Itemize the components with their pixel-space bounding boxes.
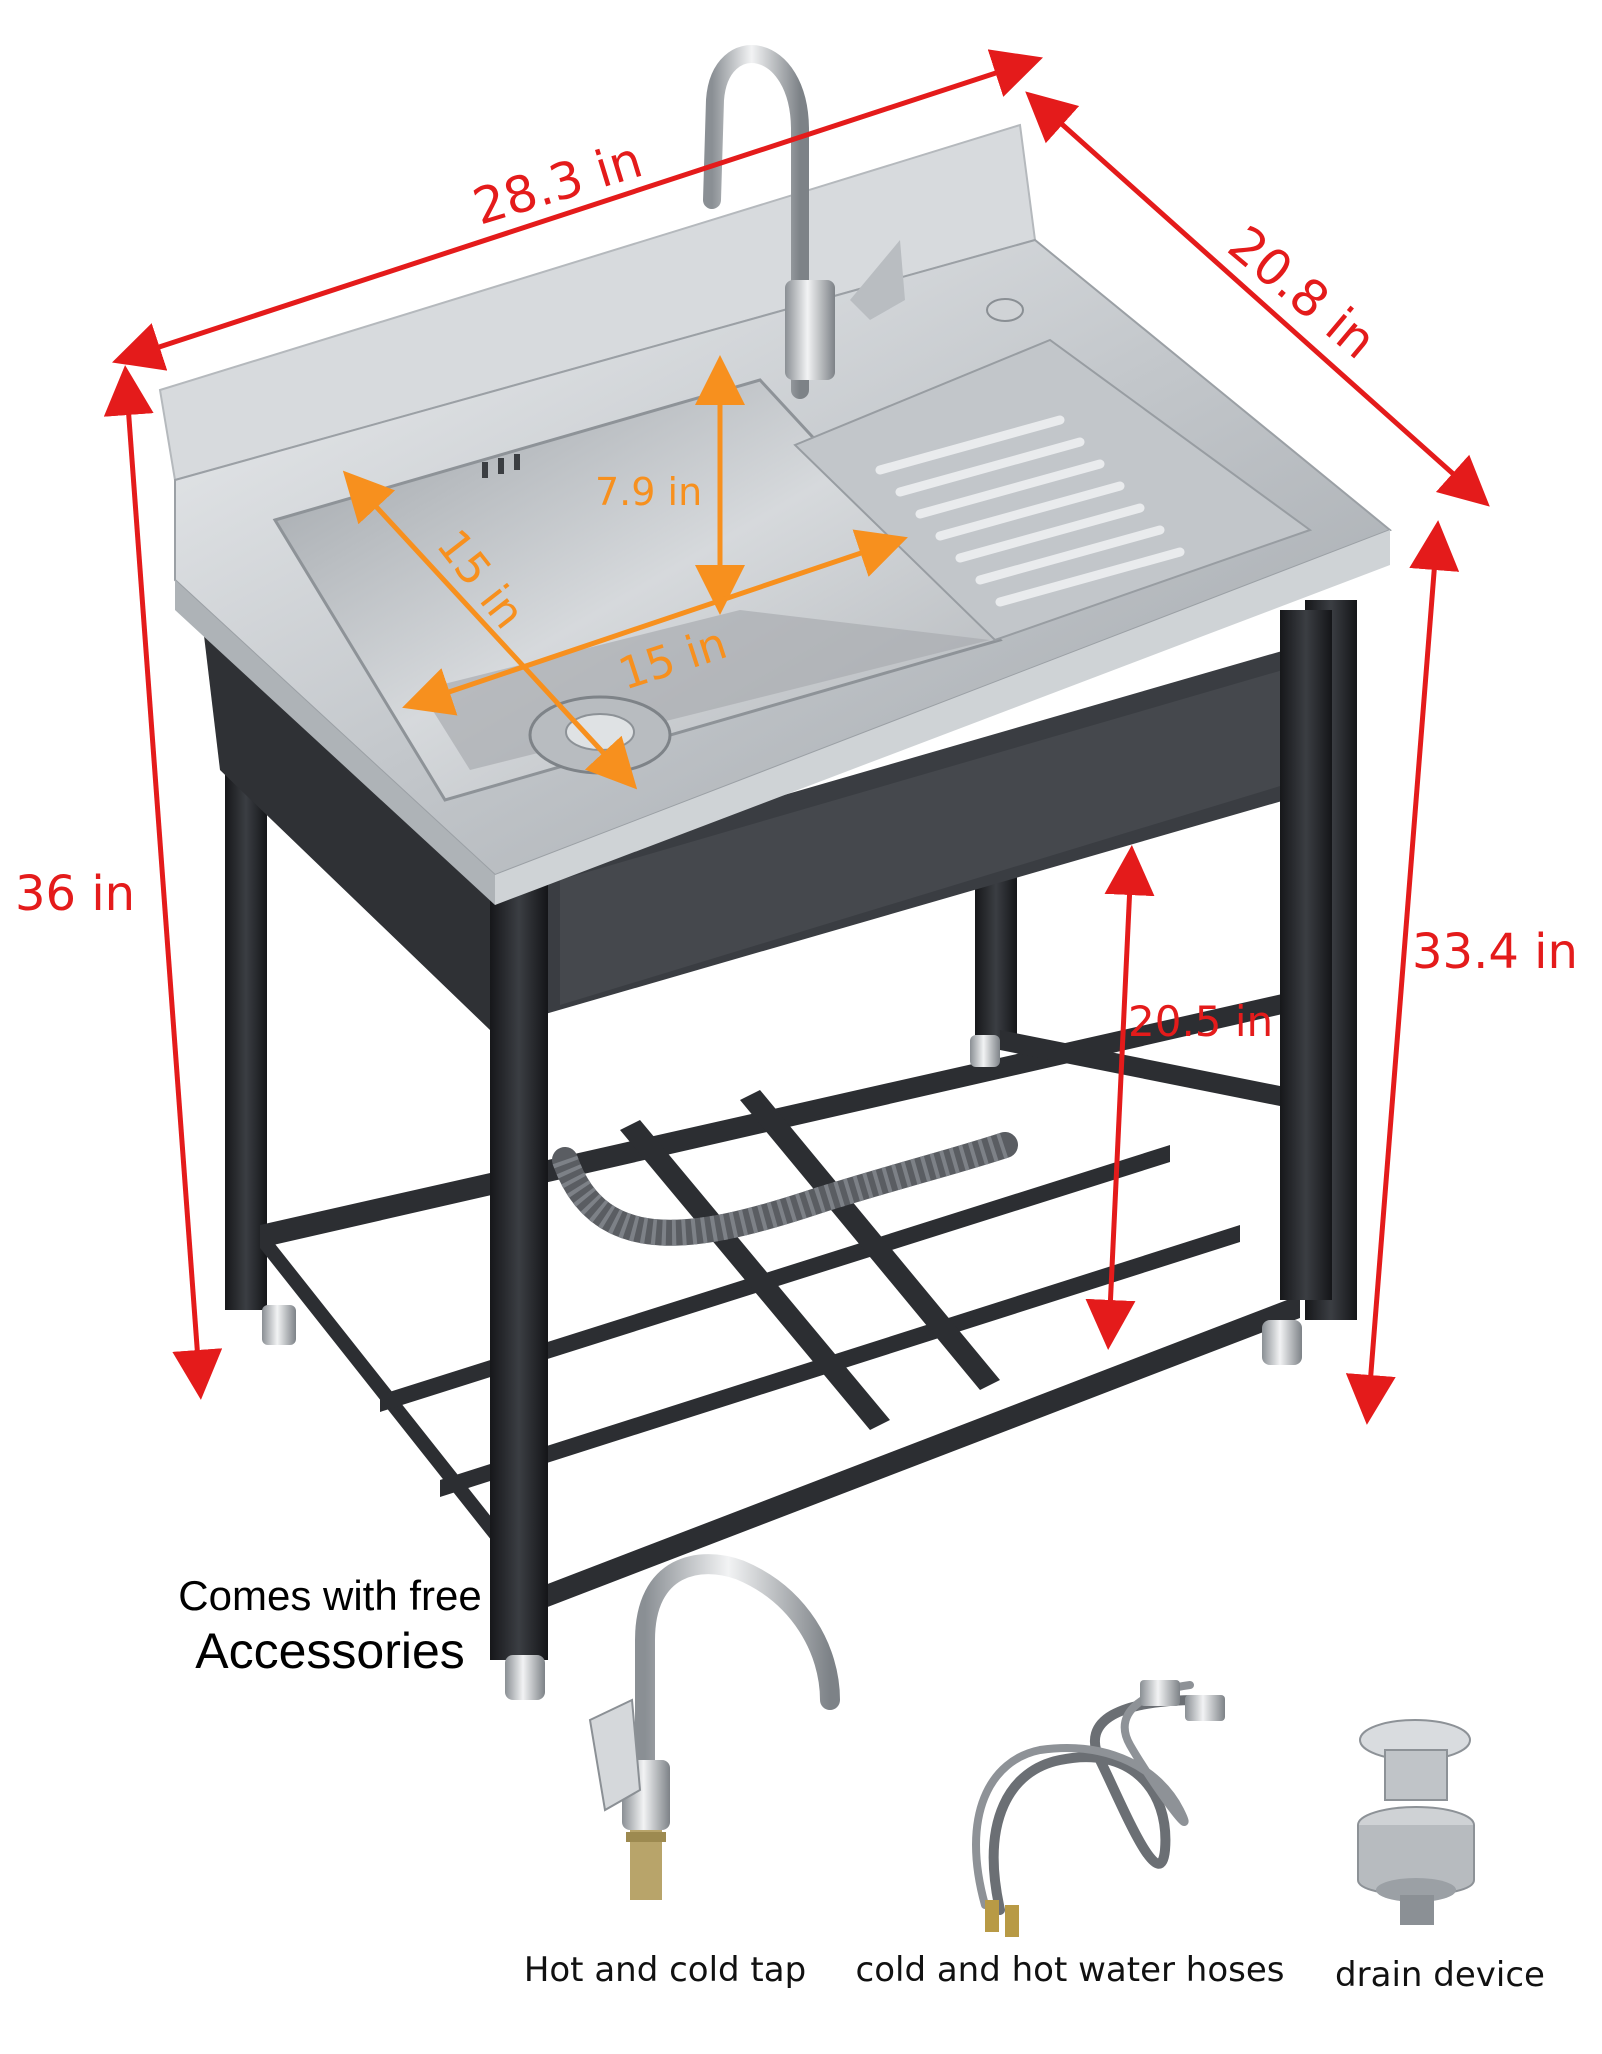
- counter-height-label: 33.4 in: [1412, 924, 1578, 980]
- accessory-hoses: [972, 1680, 1225, 1937]
- back-right-leg: [975, 870, 1017, 1050]
- overflow-slots: [482, 454, 520, 478]
- total-height-arrow: [103, 365, 223, 1400]
- lower-shelf: [260, 990, 1300, 1608]
- drain-strainer-icon: [1357, 1719, 1475, 1925]
- width-label: 28.3 in: [467, 130, 649, 236]
- basin-width-arrow: [402, 529, 908, 716]
- foot-front-left: [505, 1655, 545, 1700]
- accessories-heading-line2: Accessories: [195, 1623, 465, 1679]
- total-height-label: 36 in: [15, 866, 135, 922]
- accessory-caption-tap: Hot and cold tap: [523, 1950, 807, 1990]
- cabinet-front-shade: [560, 665, 1300, 1005]
- sink-frame: [195, 560, 1357, 1700]
- foot-back-right: [970, 1035, 1000, 1067]
- accessory-drain: [1357, 1719, 1475, 1925]
- basin-depth-label: 7.9 in: [595, 470, 702, 514]
- accessory-faucet: [588, 1554, 840, 1900]
- countertop-front-edge: [495, 530, 1390, 905]
- depth-arrow: [1025, 91, 1490, 507]
- accessory-caption-drain: drain device: [1335, 1955, 1545, 1995]
- front-left-leg: [490, 880, 548, 1660]
- accessory-caption-hoses: cold and hot water hoses: [855, 1950, 1285, 1990]
- foot-back-left: [262, 1305, 296, 1345]
- front-right-leg: [1280, 610, 1332, 1300]
- braided-hose-icon: [972, 1680, 1225, 1937]
- shelf-clearance-arrow: [1085, 845, 1155, 1350]
- counter-height-arrow: [1345, 520, 1460, 1425]
- accessories-heading-line1: Comes with free: [178, 1572, 482, 1619]
- width-arrow: [111, 49, 1044, 371]
- overall-dimensions: [103, 49, 1490, 1425]
- shelf-clearance-label: 20.5 in: [1128, 997, 1273, 1046]
- faucet-icon: [588, 1554, 840, 1900]
- basin-dimensions: [342, 355, 908, 790]
- foot-front-right: [1262, 1320, 1302, 1365]
- countertop-left-edge: [175, 580, 495, 905]
- depth-label: 20.8 in: [1217, 215, 1387, 371]
